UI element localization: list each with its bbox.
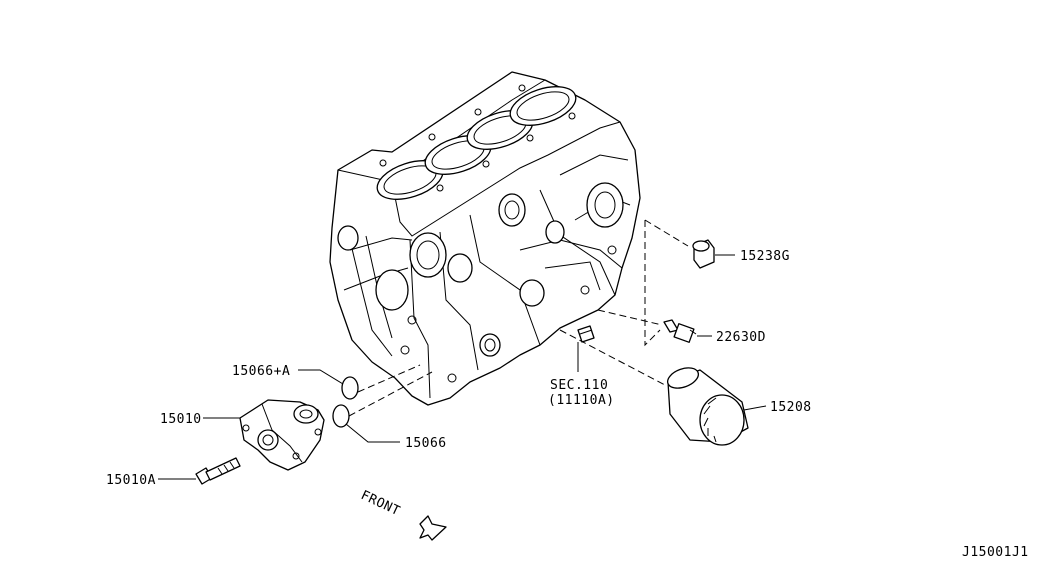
- label-11110a: (11110A): [548, 393, 615, 408]
- label-15066: 15066: [405, 436, 447, 451]
- knock-sensor: [577, 325, 595, 343]
- oil-filter-15208: [667, 367, 749, 446]
- diagram-code: J15001J1: [962, 545, 1029, 560]
- leader-15208: [743, 405, 767, 411]
- leader-15066: [345, 423, 400, 443]
- dash-frame-right: [644, 220, 661, 347]
- bolt-15010a: [195, 457, 241, 485]
- plug-15238g: [692, 239, 715, 269]
- oil-pump-15010: [239, 399, 325, 471]
- label-22630d: 22630D: [716, 330, 766, 345]
- o-ring-15066a: [341, 376, 359, 400]
- label-15066a: 15066+A: [232, 364, 290, 379]
- dash-22630d: [597, 309, 663, 326]
- label-15208: 15208: [770, 400, 812, 415]
- leader-15238g-dash: [644, 219, 689, 247]
- front-arrow-icon: [419, 515, 447, 541]
- o-ring-15066: [332, 404, 350, 428]
- sensor-22630d: [663, 319, 697, 343]
- dash-oring: [348, 364, 433, 417]
- label-15010a: 15010A: [106, 473, 156, 488]
- label-sec110: SEC.110: [550, 378, 608, 393]
- label-15010: 15010: [160, 412, 202, 427]
- front-label: FRONT: [358, 488, 402, 519]
- cylinder-block: [329, 71, 641, 406]
- leader-15066a: [298, 369, 344, 385]
- dash-15208: [559, 329, 666, 386]
- label-15238g: 15238G: [740, 249, 790, 264]
